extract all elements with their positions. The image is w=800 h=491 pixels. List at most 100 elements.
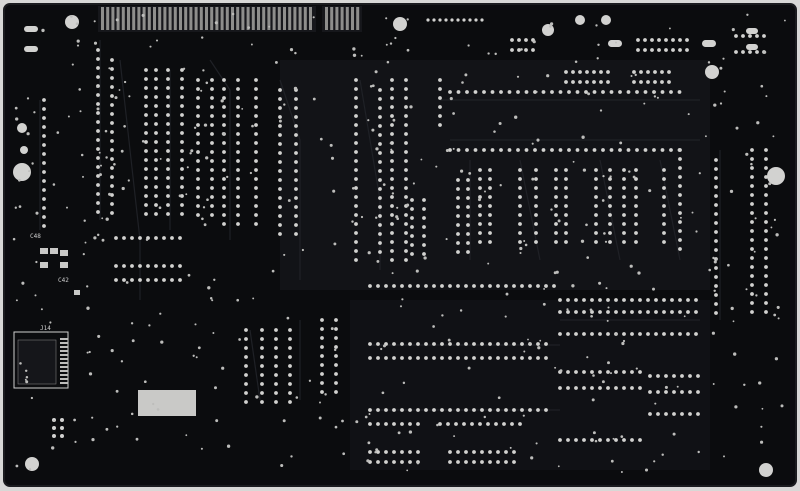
via [15,117,19,121]
pad [392,356,396,360]
via [301,248,305,252]
pad [464,284,468,288]
via [341,419,344,423]
via [632,175,636,179]
pad [166,194,170,198]
pad [594,240,598,244]
pad [626,90,631,94]
pad [196,186,200,190]
via [619,141,623,145]
pad [558,310,562,314]
via [35,260,38,264]
pad [598,310,602,314]
pad [390,159,394,163]
sd-pin [60,362,68,364]
via [76,44,80,47]
via [143,380,147,384]
pad [392,408,396,412]
via [765,95,768,98]
pad [244,328,248,332]
via [554,366,557,369]
via [637,271,641,275]
via [772,135,775,138]
pad [390,204,394,208]
pad [635,148,639,152]
via [396,206,399,209]
pad [609,90,614,94]
via [108,192,112,196]
via [145,238,149,242]
via [280,463,284,468]
connector-finger [179,7,182,30]
pad [601,148,605,152]
via [351,186,355,190]
pad [404,150,408,154]
connector-finger [246,7,250,30]
pad [688,412,692,416]
via [453,435,456,438]
pad [110,85,114,89]
via [231,12,235,16]
pad [554,204,558,208]
pad [42,116,46,120]
via [382,183,386,186]
pad [660,70,664,74]
pad [260,328,264,332]
pad [180,149,184,153]
via [467,44,470,47]
pad [648,374,652,378]
pad [354,87,358,91]
pad [236,123,240,127]
pad [440,408,444,412]
via [333,348,337,352]
pad [390,186,394,190]
via [509,446,512,449]
pad [541,148,546,152]
via [252,297,255,300]
via [644,468,649,472]
via [104,129,108,133]
connector-finger [298,7,302,30]
oval-pad [746,28,758,34]
pad [384,284,388,288]
pad [571,80,575,84]
pad [42,224,46,228]
edge-connector-fingers [101,7,360,30]
via [528,342,532,345]
via [497,396,501,400]
via [66,206,68,209]
smd-pad [40,248,48,254]
pad [518,240,522,244]
pad [584,148,588,152]
pad [154,185,158,189]
pad [236,186,240,190]
pad [678,157,682,161]
pad [180,77,184,81]
pad [472,284,476,288]
via [572,160,575,163]
pad [180,86,184,90]
via [727,263,730,267]
pad [196,105,200,109]
pad [384,356,388,360]
pad [426,18,430,22]
pad [466,232,470,236]
via [394,36,397,40]
pad [408,408,412,412]
via [380,347,383,351]
pad [294,106,298,110]
via [80,153,84,157]
pad [448,356,452,360]
pad [166,113,170,117]
pad [662,332,666,336]
pad [750,184,754,188]
pad [534,168,538,172]
via [704,135,707,138]
via [205,156,209,160]
pad [236,150,240,154]
pad [254,177,258,181]
via [83,219,86,222]
mounting-holes [13,15,785,477]
via [127,179,130,182]
via [460,169,464,173]
